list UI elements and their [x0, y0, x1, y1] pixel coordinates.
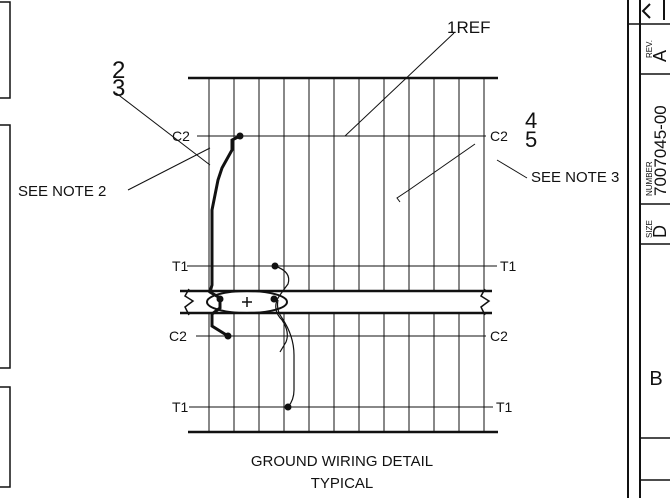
row-label-t1-upper-right: T1 [500, 258, 517, 274]
title-block [627, 0, 670, 498]
rev-label: REV. [645, 40, 654, 58]
callout-2: 2 [112, 57, 125, 84]
callout-3: 3 [112, 75, 125, 102]
row-label-c2-low-left: C2 [169, 328, 187, 344]
detail-title-line2: TYPICAL [311, 475, 374, 492]
see-note-3-label: SEE NOTE 3 [531, 169, 619, 186]
connection-dots [216, 132, 292, 411]
left-edge-boxes [0, 1, 11, 488]
see-note-2-label: SEE NOTE 2 [18, 183, 106, 200]
size-value: D [650, 225, 670, 238]
sheet-letter: B [649, 368, 662, 390]
row-label-t1-lower-left: T1 [172, 399, 189, 415]
size-label: SIZE [645, 220, 654, 238]
row-label-c2-low-right: C2 [490, 328, 508, 344]
grid-vertical-lines [208, 78, 485, 432]
ground-wire-heavy [208, 134, 241, 338]
callout-1ref: 1REF [447, 18, 490, 37]
callout-5: 5 [525, 127, 537, 152]
arrow-left-icon [641, 3, 651, 19]
ground-wire-thin-lower [276, 299, 295, 408]
leader-lines [115, 32, 528, 203]
number-value: 7007045-00 [651, 105, 670, 196]
row-label-t1-upper-left: T1 [172, 258, 189, 274]
plus-symbol [242, 297, 252, 307]
row-label-c2-top-right: C2 [490, 128, 508, 144]
row-label-t1-lower-right: T1 [496, 399, 513, 415]
row-label-c2-top-left: C2 [172, 128, 190, 144]
number-label: NUMBER [645, 161, 654, 196]
ground-wire-thin-upper [274, 265, 290, 353]
rev-value: A [650, 50, 670, 62]
ground-lug-ellipse [206, 290, 288, 314]
left-break-symbol [183, 288, 195, 316]
right-break-symbol [479, 288, 491, 316]
detail-title-line1: GROUND WIRING DETAIL [251, 453, 433, 470]
row-lines [187, 135, 497, 408]
center-band [180, 288, 492, 316]
callout-4: 4 [525, 108, 537, 133]
